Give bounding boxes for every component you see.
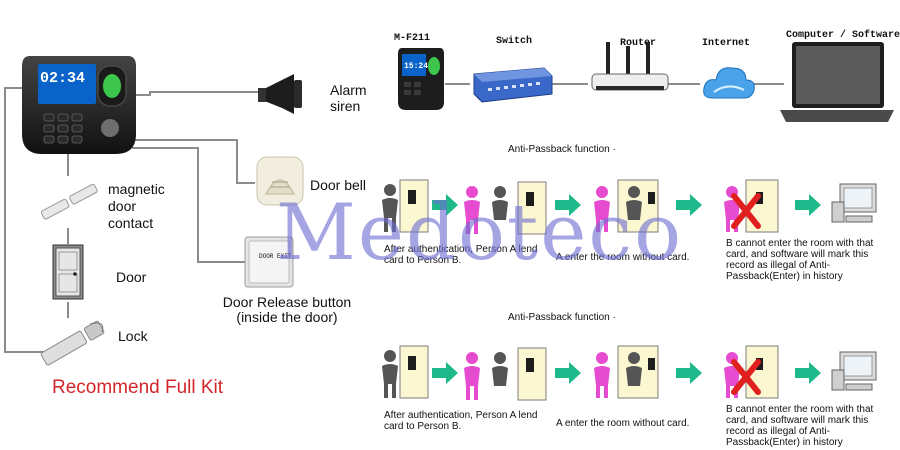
step-arrow-icon bbox=[676, 194, 702, 216]
alarm-siren-label: Alarm siren bbox=[330, 82, 367, 114]
antipassback-title-2: Anti-Passback function · bbox=[508, 312, 616, 323]
pc-record-icon bbox=[831, 183, 877, 223]
step-arrow-icon bbox=[555, 362, 581, 384]
small-terminal-icon bbox=[398, 48, 444, 110]
step3-caption: B cannot enter the room with that card, … bbox=[726, 404, 874, 448]
alarm-siren-icon bbox=[258, 74, 302, 114]
person-b-denied-scene-1 bbox=[724, 179, 779, 233]
laptop-icon bbox=[780, 42, 894, 122]
watermark: Medoteco bbox=[276, 188, 684, 278]
person-a-enters-scene-1 bbox=[594, 179, 659, 233]
step-arrow-icon bbox=[432, 362, 458, 384]
step1-caption: After authentication, Person A lend card… bbox=[384, 410, 538, 432]
lock-icon bbox=[40, 320, 105, 366]
magnetic-contact-label: magnetic door contact bbox=[108, 181, 165, 231]
magnetic-contact-icon bbox=[40, 183, 98, 220]
access-terminal-icon bbox=[22, 56, 136, 154]
door-bell-label: Door bell bbox=[310, 177, 367, 193]
computer-label: Computer / Software bbox=[786, 30, 900, 41]
lock-label: Lock bbox=[118, 328, 148, 344]
person-b-receive-card-scene-1 bbox=[464, 181, 547, 235]
door-bell-icon bbox=[256, 156, 304, 206]
small-terminal-time: 15:24 bbox=[404, 62, 429, 71]
door-release-tag: DOOR EXIT bbox=[259, 253, 292, 260]
person-b-denied-scene-2 bbox=[724, 345, 779, 399]
router-icon bbox=[591, 42, 669, 91]
person-a-authenticate-scene-2 bbox=[382, 345, 429, 399]
switch-label: Switch bbox=[496, 36, 533, 47]
door-label: Door bbox=[116, 269, 147, 285]
step-arrow-icon bbox=[795, 362, 821, 384]
step1-caption: After authentication, Person A lend card… bbox=[384, 244, 538, 266]
step-arrow-icon bbox=[676, 362, 702, 384]
device-model-label: M-F211 bbox=[394, 33, 431, 44]
antipassback-title-1: Anti-Passback function · bbox=[508, 144, 616, 155]
recommend-kit-label: Recommend Full Kit bbox=[52, 377, 224, 398]
step-arrow-icon bbox=[432, 194, 458, 216]
step2-caption: A enter the room without card. bbox=[556, 418, 690, 429]
door-release-label: Door Release button (inside the door) bbox=[222, 294, 352, 325]
person-a-enters-scene-2 bbox=[594, 345, 659, 399]
internet-cloud-icon bbox=[703, 67, 755, 99]
step-arrow-icon bbox=[795, 194, 821, 216]
internet-label: Internet bbox=[702, 38, 751, 49]
step2-caption: A enter the room without card. bbox=[556, 252, 690, 263]
door-release-button-icon bbox=[244, 236, 294, 288]
router-label: Router bbox=[620, 38, 657, 49]
person-a-authenticate-scene-1 bbox=[382, 179, 429, 233]
person-b-receive-card-scene-2 bbox=[464, 347, 547, 401]
switch-icon bbox=[473, 67, 553, 103]
door-icon bbox=[52, 244, 84, 300]
step-arrow-icon bbox=[555, 194, 581, 216]
step3-caption: B cannot enter the room with that card, … bbox=[726, 238, 874, 282]
terminal-time: 02:34 bbox=[40, 70, 86, 87]
pc-record-icon bbox=[831, 351, 877, 391]
